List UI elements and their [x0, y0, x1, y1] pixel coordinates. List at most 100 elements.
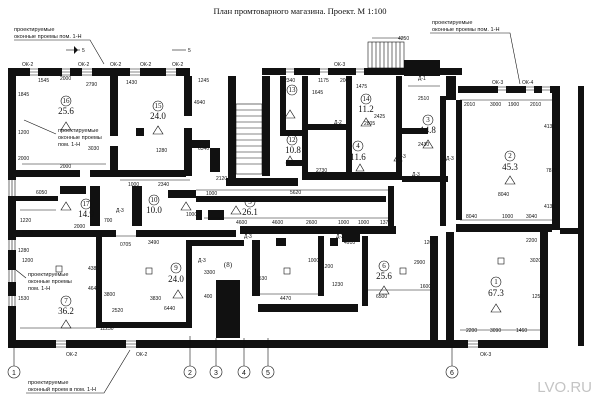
room-number: 4: [356, 142, 360, 150]
svg-text:2340: 2340: [284, 78, 295, 84]
svg-text:3030: 3030: [88, 146, 99, 152]
svg-text:2000: 2000: [74, 224, 85, 230]
column: [136, 128, 144, 136]
svg-text:3300: 3300: [204, 270, 215, 276]
door-mark: Д-3: [446, 156, 454, 162]
exterior-wall-top: [8, 68, 30, 76]
svg-text:4600: 4600: [272, 220, 283, 226]
exterior-wall-left: [8, 68, 16, 180]
room-number: 14: [363, 95, 371, 103]
svg-text:2340: 2340: [158, 182, 169, 188]
room-area: 10.8: [285, 145, 301, 155]
room-number: 1: [494, 278, 498, 286]
room-number: 5: [248, 198, 252, 206]
svg-text:6050: 6050: [36, 190, 47, 196]
exterior-wall-right: [560, 228, 584, 234]
svg-text:3020: 3020: [530, 258, 541, 264]
dimension-values: 4250 1545 2000 2790 1430 1245 2340 1175 …: [18, 36, 557, 334]
exterior-wall-top: [440, 68, 462, 75]
exterior-wall-top: [294, 68, 320, 75]
window-openings-left: [8, 180, 16, 306]
svg-text:1545: 1545: [38, 78, 49, 84]
svg-text:8040: 8040: [466, 214, 477, 220]
section-mark: 5 5: [66, 46, 191, 54]
svg-text:400: 400: [204, 294, 213, 300]
room-area: 14.8: [420, 125, 436, 135]
note-bottom: проектируемые оконный проем в пом. 1-Н: [26, 349, 131, 394]
svg-text:2530: 2530: [256, 276, 267, 282]
exterior-wall-top: [38, 68, 62, 76]
door-mark: Д-1: [418, 76, 426, 82]
exterior-wall-top: [534, 86, 542, 93]
svg-text:1175: 1175: [318, 78, 329, 84]
axis-lines: [13, 336, 453, 366]
window-mark: ОК-3: [492, 80, 503, 86]
svg-text:6440: 6440: [164, 306, 175, 312]
window-mark: ОК-2: [78, 62, 89, 68]
svg-text:1370: 1370: [380, 220, 391, 226]
exterior-wall-left: [8, 250, 16, 270]
room-number: 17: [83, 200, 91, 208]
svg-text:5: 5: [188, 48, 191, 54]
svg-text:проектируемые: проектируемые: [58, 128, 98, 134]
svg-text:1000: 1000: [206, 191, 217, 197]
exterior-wall-top: [364, 68, 408, 75]
room-area: 26.1: [242, 207, 258, 217]
exterior-wall-bottom: [296, 340, 468, 348]
svg-text:2200: 2200: [526, 238, 537, 244]
window-mark: ОК-2: [172, 62, 183, 68]
axis-label: 1: [12, 370, 16, 377]
svg-text:3000: 3000: [490, 102, 501, 108]
svg-text:2790: 2790: [86, 82, 97, 88]
window-mark: ОК-2: [140, 62, 151, 68]
svg-text:1530: 1530: [18, 296, 29, 302]
room-area: 25.6: [376, 271, 392, 281]
svg-text:2730: 2730: [316, 168, 327, 174]
svg-text:2120: 2120: [216, 176, 227, 182]
svg-text:4640: 4640: [88, 286, 99, 292]
axis-labels: 1 2 3 4 5 6: [12, 370, 454, 377]
note-mid-left: проектируемые оконные проемы пом. 1-Н: [23, 119, 102, 148]
svg-text:2805: 2805: [364, 121, 375, 127]
exterior-wall-bottom: [478, 340, 548, 348]
axis-label: 5: [266, 370, 270, 377]
svg-text:5: 5: [82, 48, 85, 54]
window-mark: ОК-2: [22, 62, 33, 68]
svg-text:1645: 1645: [312, 90, 323, 96]
svg-text:2520: 2520: [112, 308, 123, 314]
svg-text:1475: 1475: [356, 84, 367, 90]
svg-text:1200: 1200: [424, 240, 435, 246]
stair-steps: [235, 41, 405, 175]
svg-text:пом. 1-Н: пом. 1-Н: [58, 142, 80, 148]
room-number-circles: [60, 84, 516, 307]
exterior-wall-bottom: [8, 340, 56, 348]
room-area: 45.3: [502, 162, 518, 172]
room-area: 14.9: [78, 209, 94, 219]
svg-text:пом. 1-Н: пом. 1-Н: [28, 286, 50, 292]
room-area: 25.6: [58, 106, 74, 116]
svg-text:оконные проемы пом. 1-Н: оконные проемы пом. 1-Н: [432, 27, 500, 33]
svg-text:4600: 4600: [236, 220, 247, 226]
exterior-wall-left: [8, 196, 16, 240]
svg-text:1430: 1430: [126, 80, 137, 86]
axis-label: 2: [188, 370, 192, 377]
exterior-wall-top: [92, 68, 130, 76]
svg-text:2430: 2430: [418, 142, 429, 148]
svg-text:8040: 8040: [498, 192, 509, 198]
svg-text:1280: 1280: [18, 248, 29, 254]
note-top-right: проектируемые оконные проемы пом. 1-Н: [430, 20, 521, 85]
svg-text:2900: 2900: [414, 260, 425, 266]
room-area: 11.6: [350, 152, 366, 162]
door-mark: Д-3: [398, 154, 406, 160]
room-number: 9: [174, 264, 178, 272]
svg-text:1250: 1250: [532, 294, 543, 300]
svg-text:1200: 1200: [22, 258, 33, 264]
svg-text:6340: 6340: [198, 146, 209, 152]
room-area: 36.2: [58, 306, 74, 316]
svg-text:4135: 4135: [544, 204, 555, 210]
exterior-wall-right: [540, 230, 548, 348]
svg-text:2425: 2425: [374, 114, 385, 120]
interior-walls: [16, 60, 552, 348]
svg-text:7810: 7810: [546, 168, 557, 174]
room-area: 24.0: [168, 274, 184, 284]
